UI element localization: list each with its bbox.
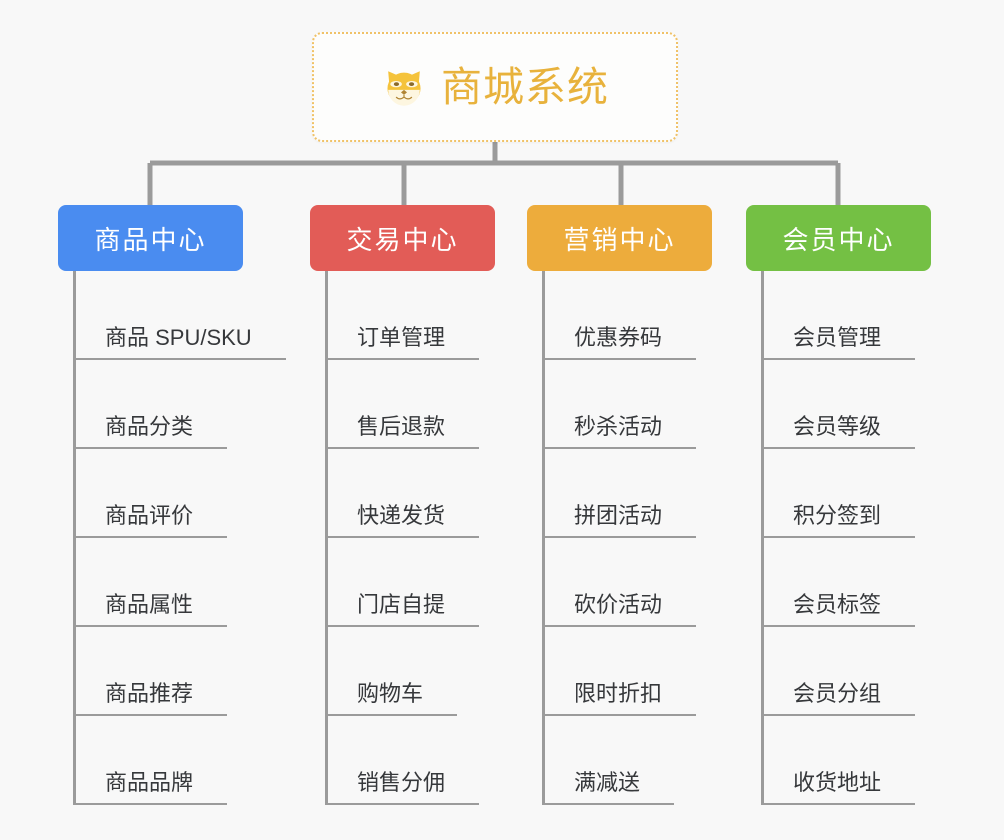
- list-item[interactable]: 会员标签: [764, 538, 994, 627]
- leaf-label: 门店自提: [328, 594, 480, 627]
- leaf-label: 拼团活动: [545, 505, 697, 538]
- list-item[interactable]: 会员等级: [764, 360, 994, 449]
- list-item[interactable]: 砍价活动: [545, 538, 775, 627]
- page-title: 商城系统: [441, 63, 609, 110]
- branch-label-1: 交易中心: [346, 224, 459, 255]
- leaf-label: 优惠券码: [545, 327, 697, 360]
- list-item[interactable]: 优惠券码: [545, 271, 775, 360]
- branch-header-1[interactable]: 交易中心: [310, 205, 495, 271]
- leaf-label: 商品分类: [76, 416, 228, 449]
- shiba-dog-face-icon: [387, 71, 421, 106]
- leaf-label: 会员等级: [764, 416, 916, 449]
- branch-label-2: 营销中心: [563, 224, 676, 255]
- leaf-label: 销售分佣: [328, 772, 480, 805]
- branch-header-2[interactable]: 营销中心: [527, 205, 712, 271]
- branch-label-3: 会员中心: [782, 224, 895, 255]
- list-item[interactable]: 收货地址: [764, 716, 994, 805]
- leaf-label: 满减送: [545, 772, 675, 805]
- list-item[interactable]: 积分签到: [764, 449, 994, 538]
- list-item[interactable]: 会员分组: [764, 627, 994, 716]
- list-item[interactable]: 订单管理: [328, 271, 558, 360]
- branch-label-0: 商品中心: [94, 224, 207, 255]
- list-item[interactable]: 售后退款: [328, 360, 558, 449]
- leaf-label: 商品评价: [76, 505, 228, 538]
- list-item[interactable]: 商品属性: [76, 538, 306, 627]
- leaf-label: 会员分组: [764, 683, 916, 716]
- leaf-list-0: 商品 SPU/SKU 商品分类 商品评价 商品属性 商品推荐 商品品牌: [73, 271, 306, 805]
- leaf-label: 积分签到: [764, 505, 916, 538]
- list-item[interactable]: 会员管理: [764, 271, 994, 360]
- leaf-list-2: 优惠券码 秒杀活动 拼团活动 砍价活动 限时折扣 满减送: [542, 271, 775, 805]
- leaf-label: 购物车: [328, 683, 458, 716]
- list-item[interactable]: 商品 SPU/SKU: [76, 271, 306, 360]
- list-item[interactable]: 购物车: [328, 627, 558, 716]
- branch-header-3[interactable]: 会员中心: [746, 205, 931, 271]
- leaf-label: 秒杀活动: [545, 416, 697, 449]
- leaf-label: 限时折扣: [545, 683, 697, 716]
- leaf-label: 售后退款: [328, 416, 480, 449]
- list-item[interactable]: 门店自提: [328, 538, 558, 627]
- leaf-label: 快递发货: [328, 505, 480, 538]
- list-item[interactable]: 商品推荐: [76, 627, 306, 716]
- list-item[interactable]: 商品分类: [76, 360, 306, 449]
- list-item[interactable]: 秒杀活动: [545, 360, 775, 449]
- leaf-label: 商品属性: [76, 594, 228, 627]
- list-item[interactable]: 商品评价: [76, 449, 306, 538]
- leaf-label: 订单管理: [328, 327, 480, 360]
- leaf-label: 砍价活动: [545, 594, 697, 627]
- leaf-label: 会员标签: [764, 594, 916, 627]
- leaf-list-1: 订单管理 售后退款 快递发货 门店自提 购物车 销售分佣: [325, 271, 558, 805]
- leaf-label: 商品推荐: [76, 683, 228, 716]
- list-item[interactable]: 限时折扣: [545, 627, 775, 716]
- list-item[interactable]: 快递发货: [328, 449, 558, 538]
- branch-header-0[interactable]: 商品中心: [58, 205, 243, 271]
- leaf-label: 商品 SPU/SKU: [76, 327, 286, 360]
- leaf-label: 收货地址: [764, 772, 916, 805]
- list-item[interactable]: 销售分佣: [328, 716, 558, 805]
- root-node[interactable]: 商城系统: [312, 32, 678, 142]
- leaf-list-3: 会员管理 会员等级 积分签到 会员标签 会员分组 收货地址: [761, 271, 994, 805]
- list-item[interactable]: 满减送: [545, 716, 775, 805]
- leaf-label: 会员管理: [764, 327, 916, 360]
- list-item[interactable]: 拼团活动: [545, 449, 775, 538]
- list-item[interactable]: 商品品牌: [76, 716, 306, 805]
- leaf-label: 商品品牌: [76, 772, 228, 805]
